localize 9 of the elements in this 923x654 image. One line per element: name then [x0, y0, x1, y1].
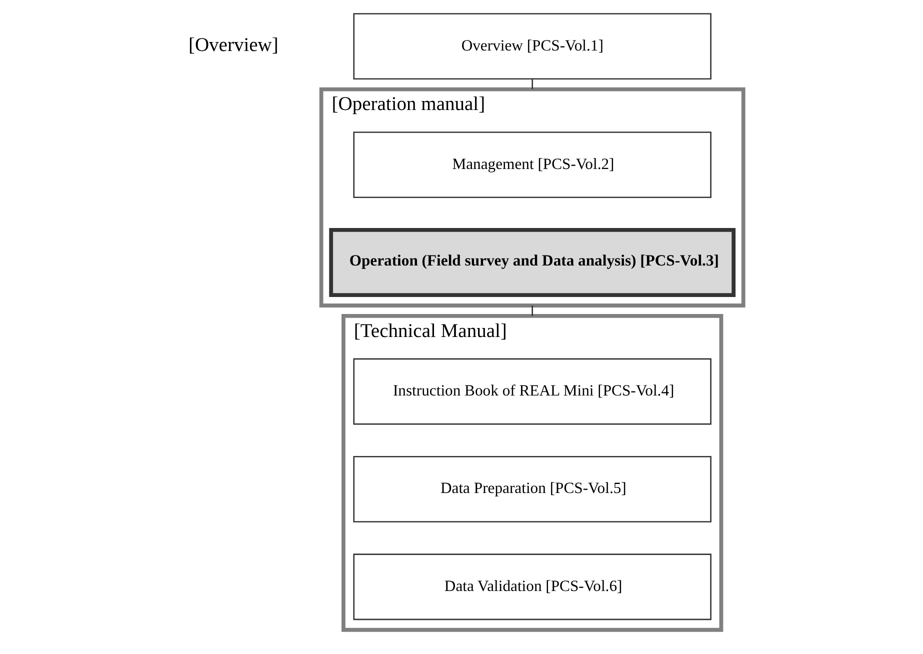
node-box: Overview [PCS-Vol.1]	[352, 13, 711, 80]
node-box: Instruction Book of REAL Mini [PCS-Vol.4]	[352, 358, 711, 425]
node-box: Data Preparation [PCS-Vol.5]	[352, 456, 711, 522]
node-box: Data Validation [PCS-Vol.6]	[352, 554, 711, 620]
connector	[531, 306, 532, 316]
label: [Overview]	[188, 34, 278, 56]
node-box: Management [PCS-Vol.2]	[352, 132, 711, 198]
node-box: Operation (Field survey and Data analysis) [PCS-Vol.3]	[328, 228, 736, 298]
connector	[531, 79, 532, 90]
